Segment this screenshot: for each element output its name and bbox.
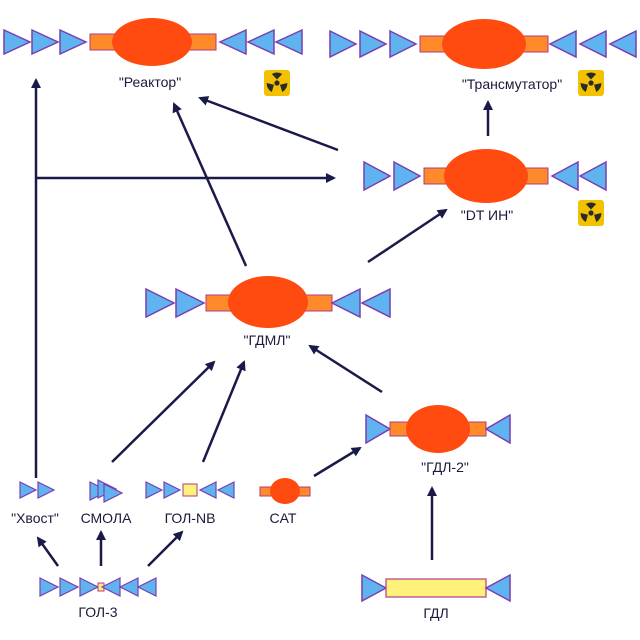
radiation-icon	[264, 70, 290, 96]
arrow-gdml-to-reactor	[172, 102, 248, 267]
reactor-device: "Реактор"	[3, 18, 303, 90]
gdml-left-triangles	[145, 287, 206, 319]
dt-in-right-triangles	[550, 160, 607, 192]
gol3-device: ГОЛ-3	[39, 577, 157, 620]
gdml-label: "ГДМЛ"	[244, 332, 291, 348]
arrows	[31, 78, 493, 567]
gdl-label: ГДЛ	[423, 605, 448, 621]
dt-in-label: "DT ИН"	[461, 207, 513, 223]
transmutator-label: "Трансмутатор"	[462, 76, 562, 92]
gdl-core	[385, 578, 487, 598]
gdl2-label: "ГДЛ-2"	[421, 459, 469, 475]
gol3-left-triangles	[39, 577, 100, 597]
reactor-core	[112, 18, 192, 66]
arrow-gol3-to-khvost	[36, 536, 60, 567]
arrow-gol-nb-to-gdml	[201, 360, 246, 463]
arrow-dt-in-to-reactor	[198, 96, 339, 152]
transmutator-device: "Трансмутатор"	[329, 19, 637, 92]
arrow-gol3-to-gol-nb	[147, 530, 184, 567]
gol3-right-triangles	[100, 577, 157, 597]
radiation-icon	[578, 200, 604, 226]
smola-label: СМОЛА	[81, 510, 133, 526]
gdl2-right-triangle	[484, 413, 511, 445]
gdl-device: ГДЛ	[361, 573, 511, 621]
cat-label: CAT	[270, 510, 297, 526]
gol-nb-left-triangles	[145, 481, 182, 499]
arrow-smola-to-gdml	[111, 360, 216, 463]
arrow-gdml-to-dt-in	[367, 208, 448, 264]
cat-device: CAT	[259, 478, 311, 526]
cat-core	[270, 478, 300, 504]
gdl-left-triangle	[361, 573, 388, 603]
gol-nb-core	[182, 483, 198, 497]
reactor-label: "Реактор"	[119, 74, 181, 90]
dt-in-core	[444, 149, 528, 203]
dt-in-device: "DT ИН"	[363, 149, 607, 223]
radiation-icon	[578, 70, 604, 96]
khvost-label: "Хвост"	[11, 510, 59, 526]
gol-nb-device: ГОЛ-NB	[145, 481, 235, 526]
gdl2-core	[406, 405, 470, 453]
smola-device: СМОЛА	[81, 479, 133, 526]
gdl-right-triangle	[484, 573, 511, 603]
gdml-right-triangles	[330, 287, 391, 319]
transmutator-right-triangles	[548, 29, 637, 59]
gdl2-left-triangle	[365, 413, 392, 445]
smola-triangles	[89, 479, 124, 503]
dt-in-left-triangles	[363, 160, 422, 192]
gol-nb-label: ГОЛ-NB	[165, 510, 216, 526]
gdml-core	[228, 276, 308, 328]
gol-nb-right-triangles	[198, 481, 235, 499]
gol3-label: ГОЛ-3	[78, 604, 117, 620]
khvost-triangles	[19, 481, 56, 499]
reactor-left-triangles	[3, 28, 88, 56]
gdml-device: "ГДМЛ"	[145, 276, 391, 348]
reactor-right-triangles	[218, 28, 303, 56]
arrow-cat-to-gdl2	[313, 446, 362, 478]
transmutator-left-triangles	[329, 29, 418, 59]
transmutator-core	[442, 19, 526, 69]
gdl2-device: "ГДЛ-2"	[365, 405, 511, 475]
khvost-device: "Хвост"	[11, 481, 59, 526]
arrow-gdl2-to-gdml	[308, 344, 383, 394]
